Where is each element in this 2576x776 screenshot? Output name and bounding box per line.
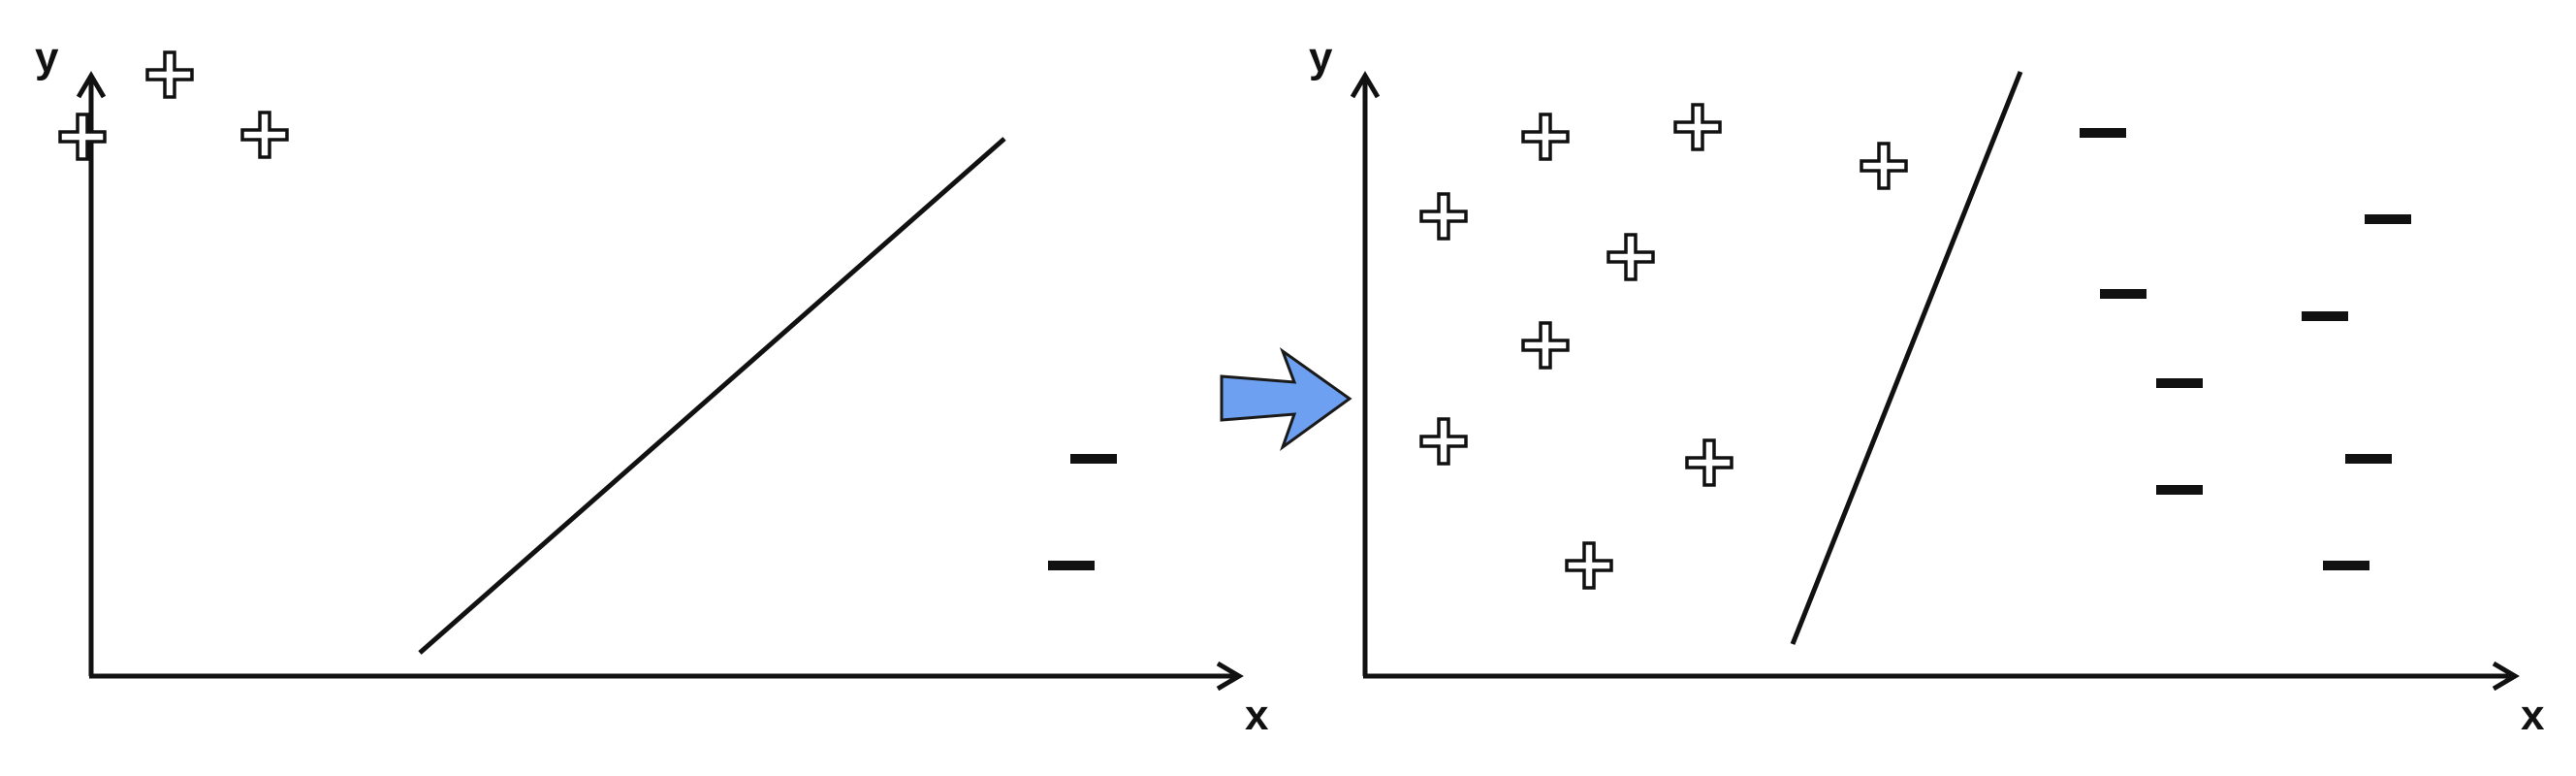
left-separator-line [418,137,1006,655]
right-minus-icon-7 [2156,485,2203,495]
right-plus-icon-8 [1685,438,1733,487]
right-minus-icon-2 [2365,214,2411,224]
left-plus-icon-3 [240,111,289,159]
left-x-axis-arrowhead [1216,661,1244,692]
right-x-axis-arrowhead [2492,661,2520,692]
right-plus-icon-1 [1521,113,1570,161]
right-minus-icon-8 [2323,561,2369,570]
right-plus-icon-4 [1419,192,1468,241]
right-plus-icon-5 [1606,233,1655,281]
right-positive-points [1419,103,1908,590]
left-x-axis-label: x [1245,692,1269,739]
left-positive-points [58,50,289,161]
left-y-axis-arrowhead [76,71,107,99]
right-x-axis-label: x [2521,692,2545,739]
transition-arrow [1220,346,1352,452]
right-panel: y x [1309,34,2545,739]
right-plus-icon-6 [1521,321,1570,370]
left-panel: y x [35,34,1269,739]
right-separator-line [1790,71,2023,645]
right-y-axis-arrowhead [1350,71,1381,99]
left-y-axis-label: y [35,34,59,81]
right-minus-icon-1 [2080,128,2126,138]
right-arrow-icon [1220,346,1352,452]
right-y-axis-label: y [1309,34,1333,81]
right-negative-points [2080,128,2411,570]
right-plus-icon-9 [1565,541,1613,590]
right-minus-icon-6 [2345,454,2392,464]
right-minus-icon-3 [2100,289,2147,299]
left-minus-icon-2 [1048,561,1095,570]
right-minus-icon-5 [2156,378,2203,388]
right-plus-icon-3 [1860,142,1908,190]
left-minus-icon-1 [1070,454,1117,464]
right-plus-icon-7 [1419,417,1468,466]
right-minus-icon-4 [2302,311,2348,321]
left-plus-icon-1 [58,113,107,161]
right-plus-icon-2 [1673,103,1722,151]
left-negative-points [1048,454,1117,570]
left-plus-icon-2 [145,50,194,99]
